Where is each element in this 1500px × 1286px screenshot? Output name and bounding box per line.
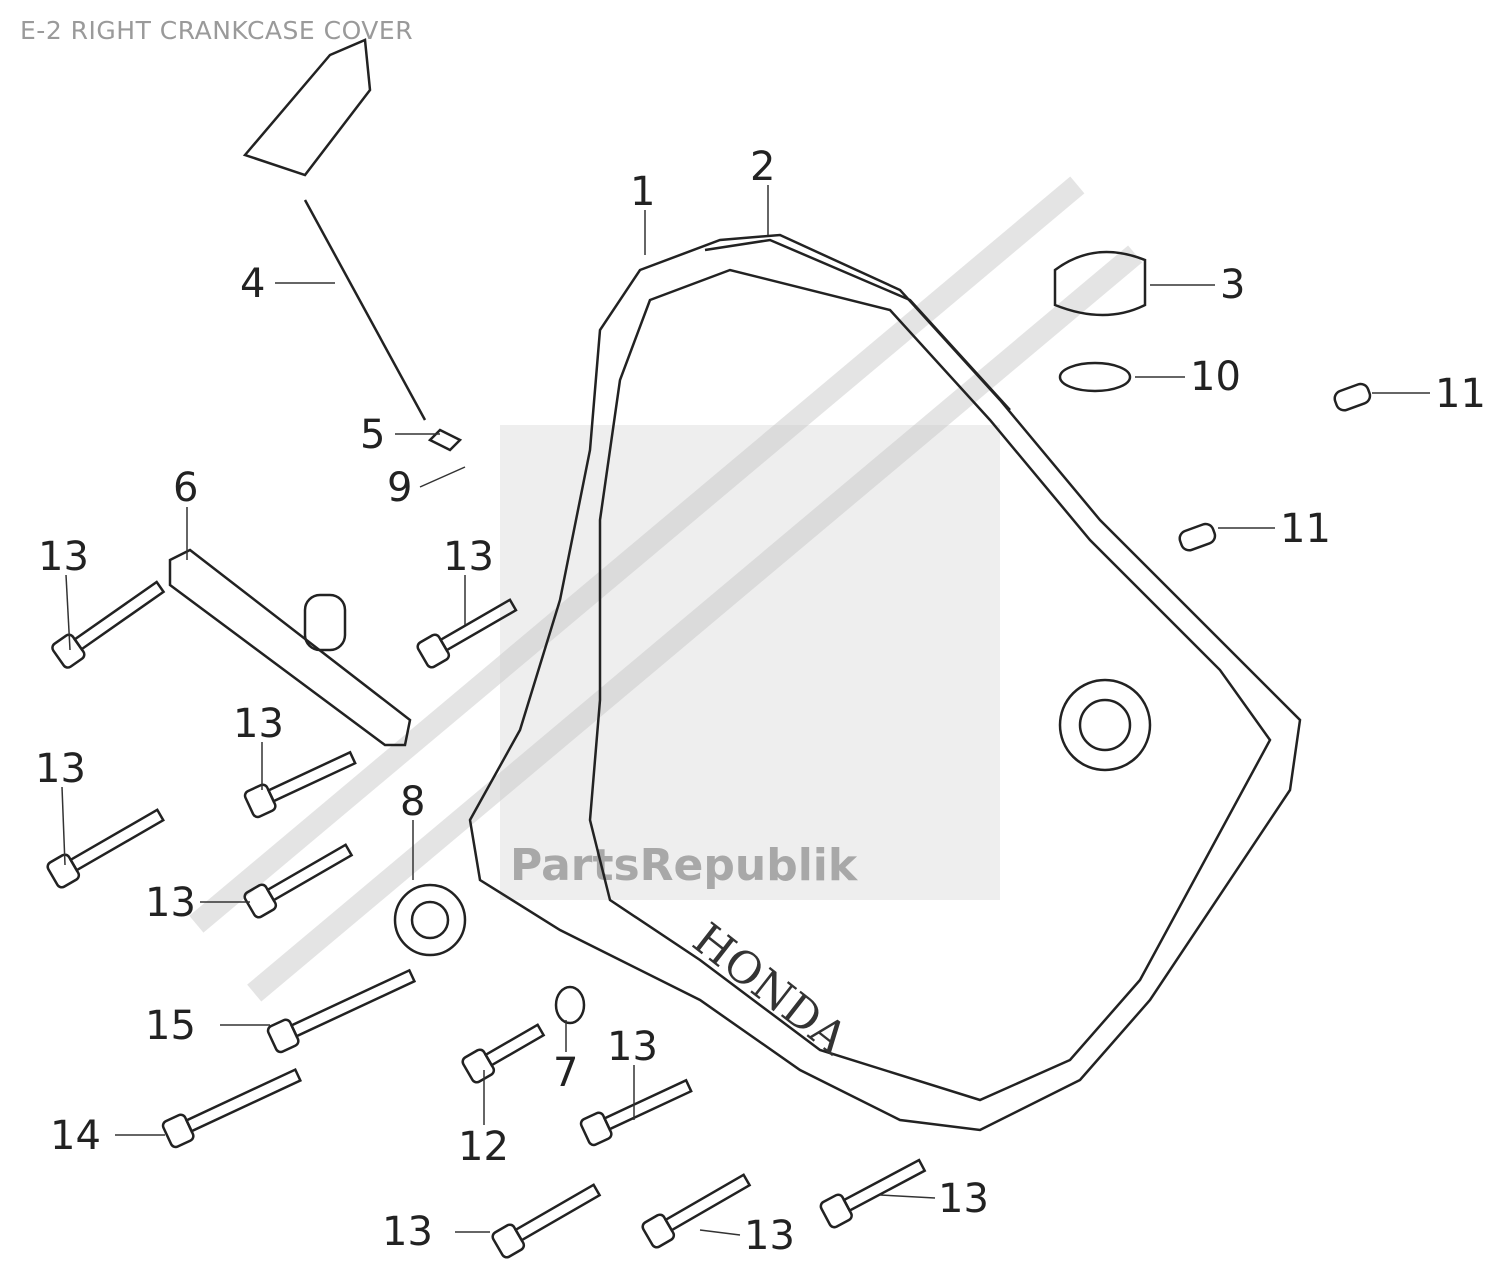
- callout-label: 12: [458, 1124, 509, 1170]
- callout-14: 14: [50, 1113, 165, 1159]
- callout-label: 11: [1280, 506, 1331, 552]
- watermark-text: PartsRepublik: [510, 840, 859, 891]
- callout-label: 1: [630, 169, 655, 215]
- dowel-pins: [1178, 382, 1372, 552]
- leader-line: [61, 786, 66, 866]
- callout-label: 9: [387, 465, 412, 511]
- callout-10: 10: [1135, 354, 1241, 400]
- callout-label: 13: [938, 1176, 989, 1222]
- plate: [168, 548, 412, 747]
- callout-label: 14: [50, 1113, 101, 1159]
- bolt: [461, 1023, 546, 1084]
- leader-line: [879, 1194, 936, 1199]
- washer: [554, 985, 586, 1025]
- leader-line: [65, 574, 71, 651]
- bolt: [819, 1158, 927, 1229]
- bolt: [579, 1078, 693, 1147]
- callout-label: 5: [360, 412, 385, 458]
- shift-shaft: [242, 38, 463, 452]
- callout-label: 13: [35, 746, 86, 792]
- callout-13: 13: [145, 880, 250, 926]
- callout-label: 13: [382, 1209, 433, 1255]
- callout-5: 5: [360, 412, 440, 458]
- callout-label: 2: [750, 144, 775, 190]
- callout-1: 1: [630, 169, 655, 255]
- diagram-title: E-2 RIGHT CRANKCASE COVER: [20, 16, 414, 45]
- callout-label: 15: [145, 1003, 196, 1049]
- callout-13: 13: [233, 701, 284, 790]
- bolt: [161, 1067, 303, 1149]
- callout-15: 15: [145, 1003, 270, 1049]
- watermark: PartsRepublik: [189, 176, 1143, 1002]
- callout-7: 7: [553, 1020, 578, 1096]
- callout-3: 3: [1150, 262, 1245, 308]
- callout-11: 11: [1372, 371, 1486, 417]
- callout-label: 8: [400, 779, 425, 825]
- bolts: [46, 580, 927, 1259]
- callout-label: 10: [1190, 354, 1241, 400]
- oil-seal: [393, 883, 467, 957]
- bolt: [243, 843, 354, 919]
- bolt: [641, 1173, 752, 1249]
- callout-label: 4: [240, 261, 265, 307]
- cover-lettering: HONDA: [683, 913, 857, 1065]
- bolt: [416, 598, 518, 669]
- callout-11: 11: [1218, 506, 1331, 552]
- bolt: [491, 1183, 602, 1259]
- oil-filler-cap: [1053, 250, 1147, 393]
- callout-label: 13: [145, 880, 196, 926]
- callout-13: 13: [35, 746, 86, 866]
- callout-13: 13: [38, 534, 89, 651]
- callout-9: 9: [387, 465, 466, 511]
- callout-label: 13: [443, 534, 494, 580]
- bolt: [266, 968, 417, 1054]
- callout-label: 3: [1220, 262, 1245, 308]
- leader-line: [699, 1229, 741, 1236]
- callout-label: 13: [607, 1024, 658, 1070]
- callout-label: 13: [233, 701, 284, 747]
- callout-12: 12: [458, 1070, 509, 1170]
- leader-line: [419, 466, 466, 488]
- callout-label: 6: [173, 465, 198, 511]
- bolt: [51, 580, 166, 669]
- callout-13: 13: [443, 534, 494, 625]
- callout-label: 13: [38, 534, 89, 580]
- bolt: [243, 750, 357, 819]
- callout-13: 13: [879, 1176, 989, 1222]
- gasket: [704, 238, 1011, 411]
- callout-label: 7: [553, 1050, 578, 1096]
- callout-label: 13: [744, 1213, 795, 1259]
- callout-13: 13: [382, 1209, 490, 1255]
- callout-label: 11: [1435, 371, 1486, 417]
- bolt: [46, 808, 165, 889]
- callout-4: 4: [240, 261, 335, 307]
- watermark-diagonal-graphic: [189, 176, 1143, 1002]
- callout-2: 2: [750, 144, 775, 235]
- watermark-box: [500, 425, 1000, 900]
- callout-6: 6: [173, 465, 198, 560]
- callout-13: 13: [607, 1024, 658, 1120]
- callout-8: 8: [400, 779, 425, 880]
- callout-13: 13: [699, 1213, 795, 1259]
